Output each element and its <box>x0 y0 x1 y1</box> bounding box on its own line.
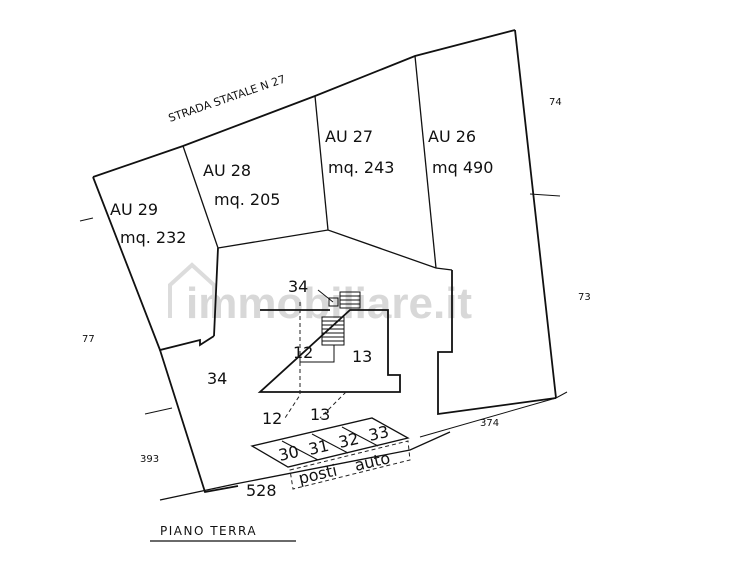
building-outline <box>257 309 401 393</box>
parcel-393: 393 <box>140 454 159 465</box>
ref-13: 13 <box>352 347 372 366</box>
parcel-74: 74 <box>549 97 562 108</box>
parking-space-31: 31 <box>307 436 331 459</box>
lot-au29-name: AU 29 <box>110 200 158 219</box>
parking-space-30: 30 <box>277 442 301 465</box>
ref-13-lower: 13 <box>310 405 330 424</box>
courtyard-outline <box>159 247 557 494</box>
parcel-34-courtyard: 34 <box>207 369 227 388</box>
lower-right-boundary <box>419 391 568 438</box>
lot-au26-area: mq 490 <box>432 158 493 177</box>
divider-au28-au27 <box>314 95 329 231</box>
parking-space-32: 32 <box>337 429 361 452</box>
floor-label: PIANO TERRA <box>160 524 257 538</box>
divider-au29-au28 <box>182 145 219 249</box>
parcel-77: 77 <box>82 334 95 345</box>
road-boundary <box>92 29 516 178</box>
dash-12 <box>284 362 301 419</box>
ref-12: 12 <box>293 343 313 362</box>
road-label: STRADA STATALE N 27 <box>167 73 287 125</box>
stairwell <box>317 289 361 346</box>
dash-13 <box>319 391 347 419</box>
building-inner <box>300 345 335 363</box>
lot-au28-area: mq. 205 <box>214 190 280 209</box>
parking-label-auto: auto <box>353 448 392 475</box>
lot-au29-area: mq. 232 <box>120 228 186 247</box>
lower-boundary <box>159 431 451 501</box>
parcel-34-building: 34 <box>288 277 308 296</box>
line-393 <box>144 407 173 415</box>
watermark-house-icon <box>168 262 216 318</box>
lots-bottom-edge <box>217 229 453 271</box>
line-73-upper <box>529 193 561 197</box>
line-74 <box>79 217 94 222</box>
parcel-374: 374 <box>480 418 499 429</box>
au26-right-boundary <box>514 29 557 399</box>
lot-au28-name: AU 28 <box>203 161 251 180</box>
parking-space-33: 33 <box>367 422 391 445</box>
parking-spaces <box>250 417 411 490</box>
parking-label-posti: posti <box>297 461 339 488</box>
lot-au26-name: AU 26 <box>428 127 476 146</box>
ref-12-lower: 12 <box>262 409 282 428</box>
lot-left-boundary <box>92 176 215 352</box>
divider-au27-au26 <box>414 55 437 269</box>
parcel-528: 528 <box>246 481 277 500</box>
lot-au27-name: AU 27 <box>325 127 373 146</box>
lot-au27-area: mq. 243 <box>328 158 394 177</box>
parcel-73: 73 <box>578 292 591 303</box>
